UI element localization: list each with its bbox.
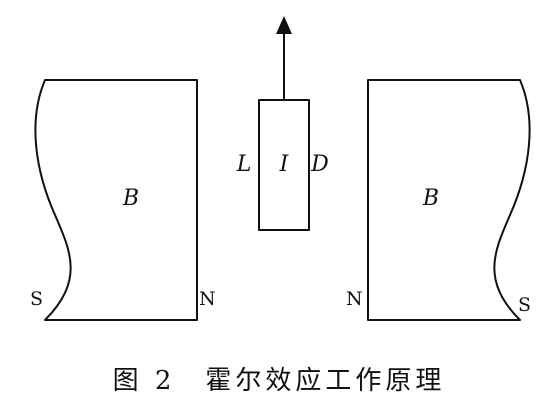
left-magnet-pole-n: N <box>199 288 216 310</box>
current-arrow-head <box>276 16 292 34</box>
figure-caption: 图 2 霍尔效应工作原理 <box>112 366 446 396</box>
conductor-plate <box>258 99 310 231</box>
conductor-left-label: L <box>236 152 252 177</box>
right-magnet-pole-n: N <box>346 288 363 310</box>
left-magnet-pole-s: S <box>30 288 43 310</box>
left-magnet-outline <box>34 79 198 321</box>
right-magnet-outline <box>367 79 531 321</box>
conductor-current-label: I <box>279 152 290 177</box>
right-magnet-pole-s: S <box>518 294 531 316</box>
conductor-right-label: D <box>310 152 329 177</box>
left-magnet-field-label: B <box>122 186 139 211</box>
right-magnet-field-label: B <box>422 186 439 211</box>
